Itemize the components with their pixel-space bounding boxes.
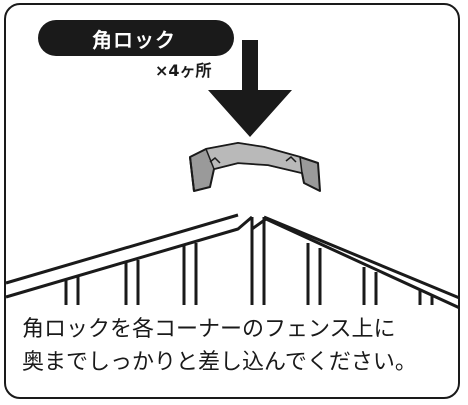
- part-label: 角ロック: [38, 20, 234, 56]
- instruction-caption: 角ロックを各コーナーのフェンス上に 奥までしっかりと差し込んでください。: [22, 313, 452, 379]
- quantity-label: ×4ヶ所: [155, 61, 212, 80]
- illustration: [6, 40, 458, 309]
- illustration-frame: 角ロック ×4ヶ所 角ロックを各コーナーのフェンス上に 奥までしっかりと差し込ん…: [4, 3, 460, 399]
- down-arrow-icon: [208, 40, 292, 137]
- corner-lock-part: [189, 142, 321, 192]
- caption-line-2: 奥までしっかりと差し込んでください。: [22, 350, 417, 375]
- caption-line-1: 角ロックを各コーナーのフェンス上に: [22, 317, 396, 342]
- fence-corner: [6, 213, 458, 309]
- part-label-text: 角ロック: [92, 27, 176, 52]
